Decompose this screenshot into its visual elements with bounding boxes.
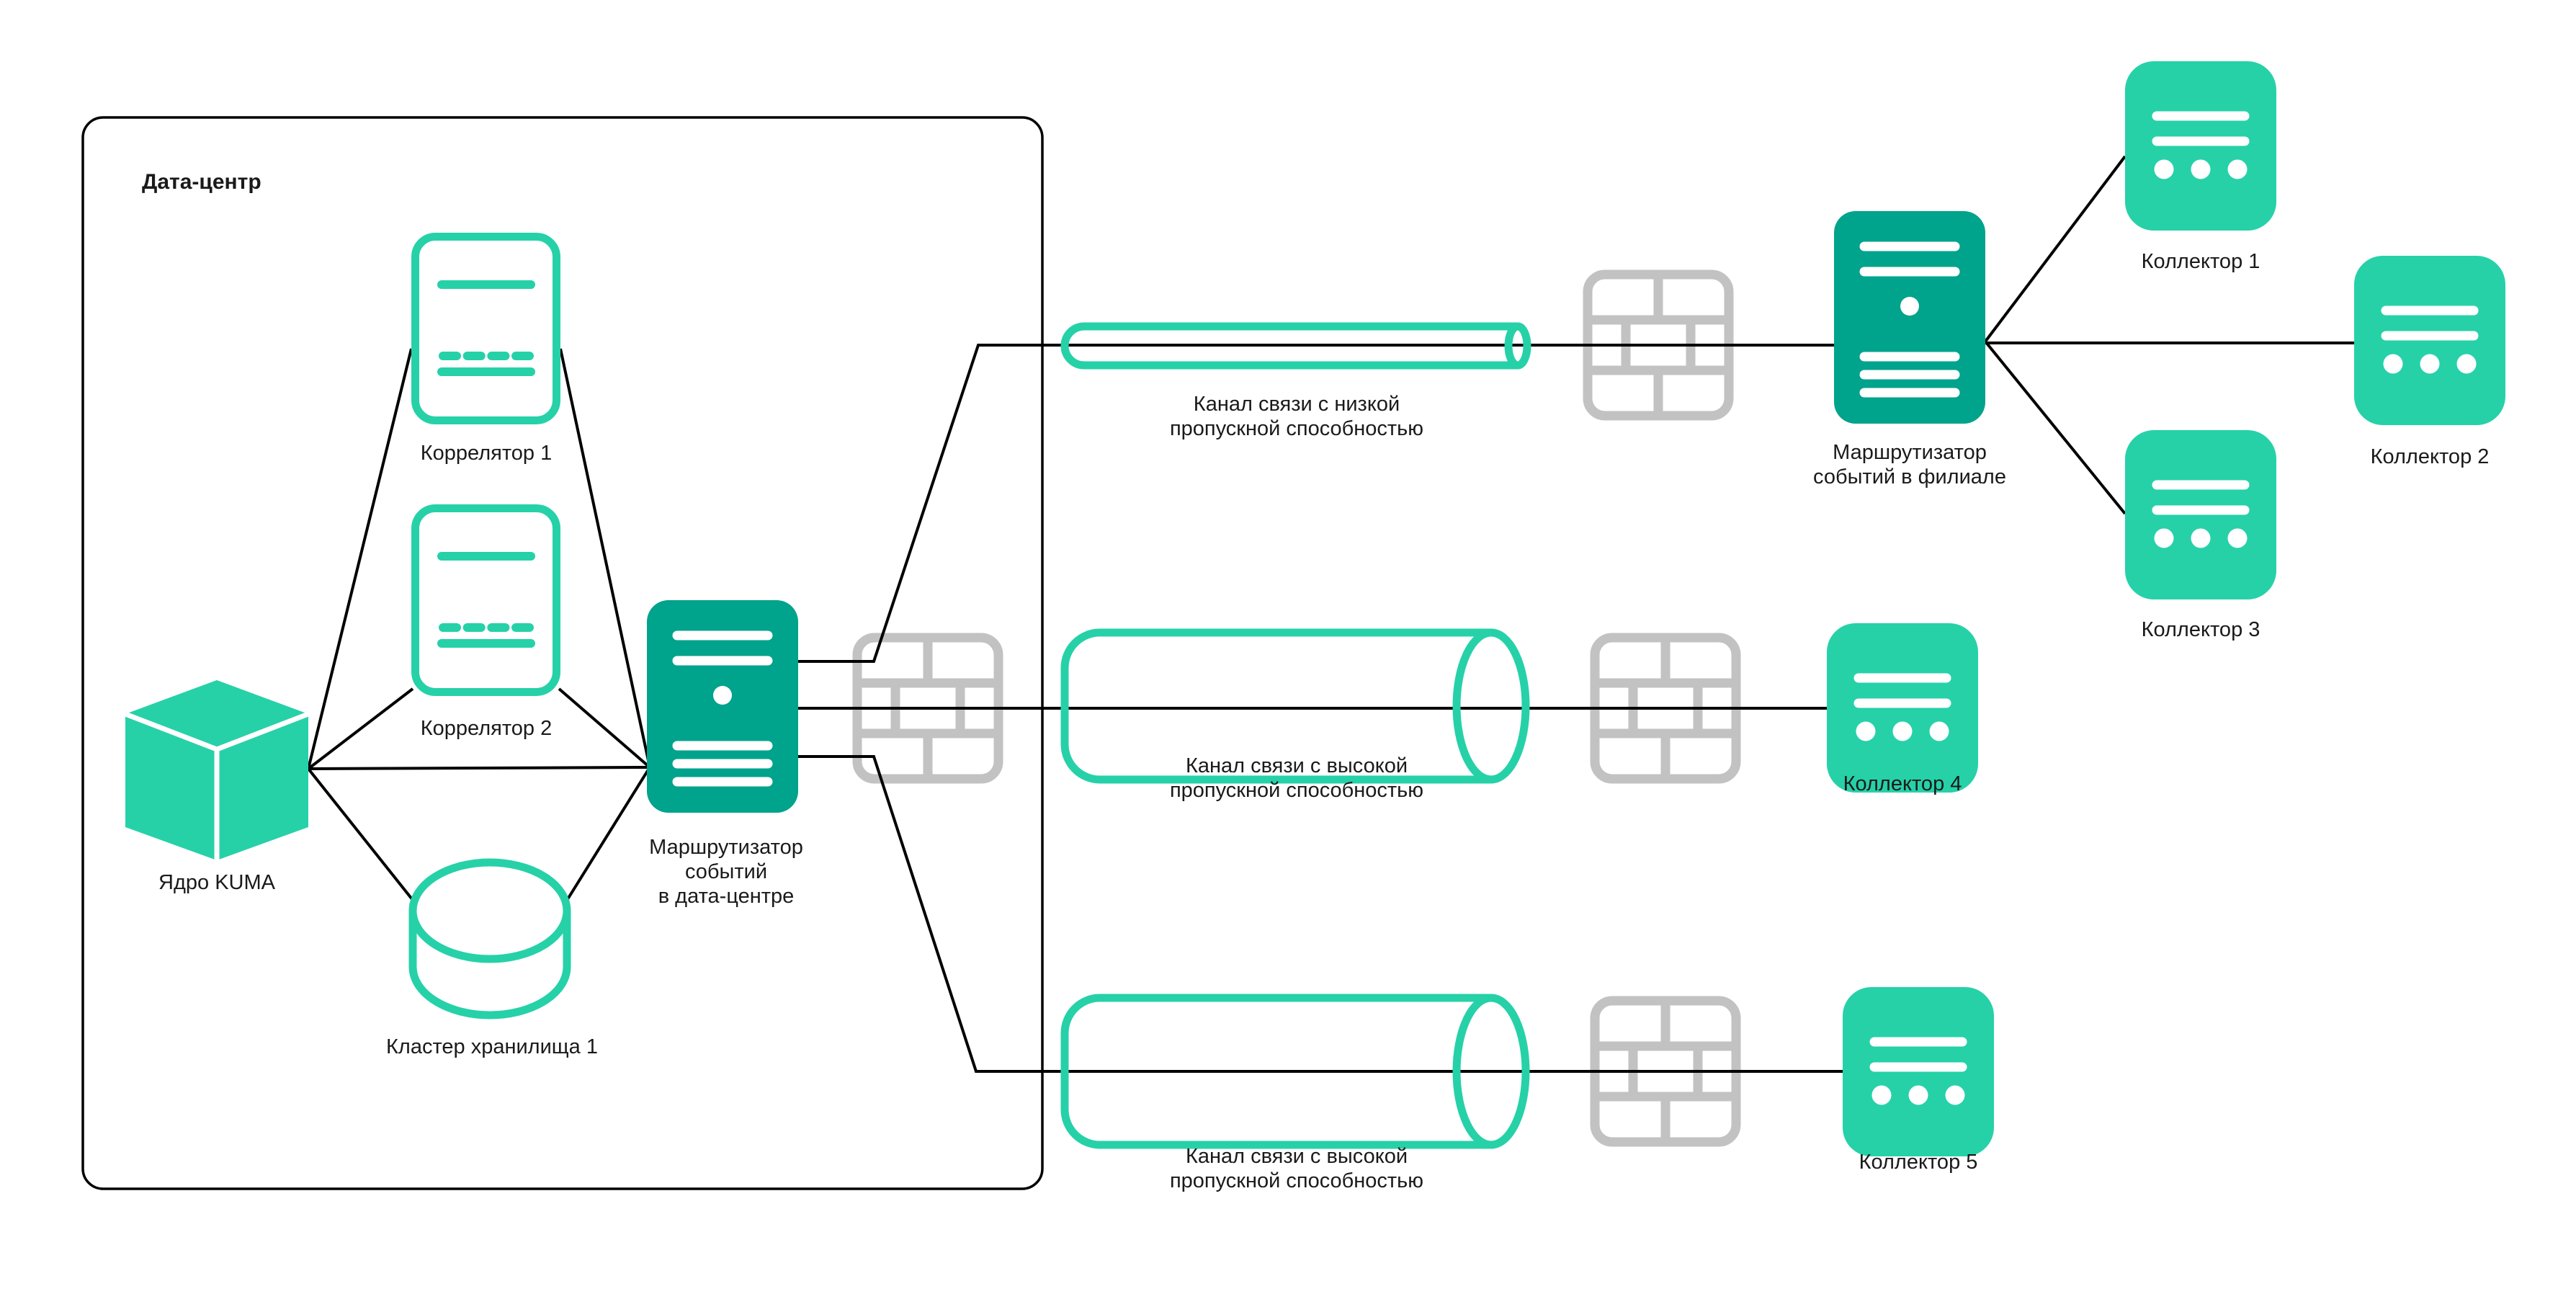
pipe-thin-end [1504,322,1531,370]
channel-high2-label: пропускной способностью [1170,1169,1423,1192]
cube-edges [124,711,310,860]
edge-dc-router-branch-router [795,344,1834,663]
server-router-icon [647,600,798,813]
channel-low-bandwidth [1060,322,1531,370]
database-top [408,858,571,963]
database-body [408,911,571,1019]
channel-high1-label: Канал связи с высокой [1186,754,1408,777]
collector-document-icon [1827,623,1978,793]
pipe-thick-end [1452,994,1530,1149]
edge-dc-router-collector5 [795,755,1843,1073]
pipe-thick-body [1060,994,1491,1149]
collector-document-icon [2354,256,2505,425]
dc-router-label: Маршрутизатор [649,836,803,859]
correlator1-label: Коррелятор 1 [421,442,552,465]
edge-branch-router-collector3 [1984,340,2126,515]
edge-storage-dc-router [566,766,651,901]
correlator-document-icon [416,509,557,692]
datacenter-title: Дата-центр [142,170,261,194]
edge-correlator2-dc-router [558,687,651,769]
collector5-label: Коллектор 5 [1859,1151,1978,1174]
collector-document-icon [1843,987,1994,1156]
edge-correlator1-dc-router [559,348,651,768]
collector-document-icon [2125,61,2276,231]
datacenter-boundary-box [81,116,1044,1190]
collector-document-icon [2125,430,2276,599]
channel-high-bandwidth-1 [1060,628,1530,784]
branch-router-label: Маршрутизатор [1833,441,1987,464]
edge-kuma-core-correlator2 [307,687,414,770]
collector2-label: Коллектор 2 [2371,445,2490,468]
edge-kuma-core-storage [307,767,413,901]
connection-lines [307,155,2354,1073]
dc-router-label: событий [685,860,767,883]
server-router-icon [1834,211,1985,424]
kuma-core-label: Ядро KUMA [158,871,276,894]
edge-kuma-core-dc-router [308,766,650,770]
edge-branch-router-collector1 [1984,155,2126,343]
channel-high1-label: пропускной способностью [1170,779,1423,802]
pipe-thick-end [1452,628,1530,784]
cube-icon [124,680,310,860]
database-cylinder-icon [408,858,571,1019]
collector4-label: Коллектор 4 [1843,772,1962,795]
channel-high2-label: Канал связи с высокой [1186,1145,1408,1168]
dc-router-label: в дата-центре [658,885,795,908]
storage-cluster-label: Кластер хранилища 1 [386,1035,598,1058]
collector1-label: Коллектор 1 [2142,250,2260,273]
channel-low-label: пропускной способностью [1170,417,1423,440]
correlator2-label: Коррелятор 2 [421,717,552,740]
channel-high-bandwidth-2 [1060,994,1530,1149]
channel-low-label: Канал связи с низкой [1194,393,1400,416]
branch-router-label: событий в филиале [1813,465,2006,488]
edge-kuma-core-correlator1 [307,348,413,769]
pipe-thick-body [1060,628,1491,784]
pipe-thin-body [1060,322,1518,370]
collector3-label: Коллектор 3 [2142,618,2260,641]
correlator-document-icon [416,237,557,421]
